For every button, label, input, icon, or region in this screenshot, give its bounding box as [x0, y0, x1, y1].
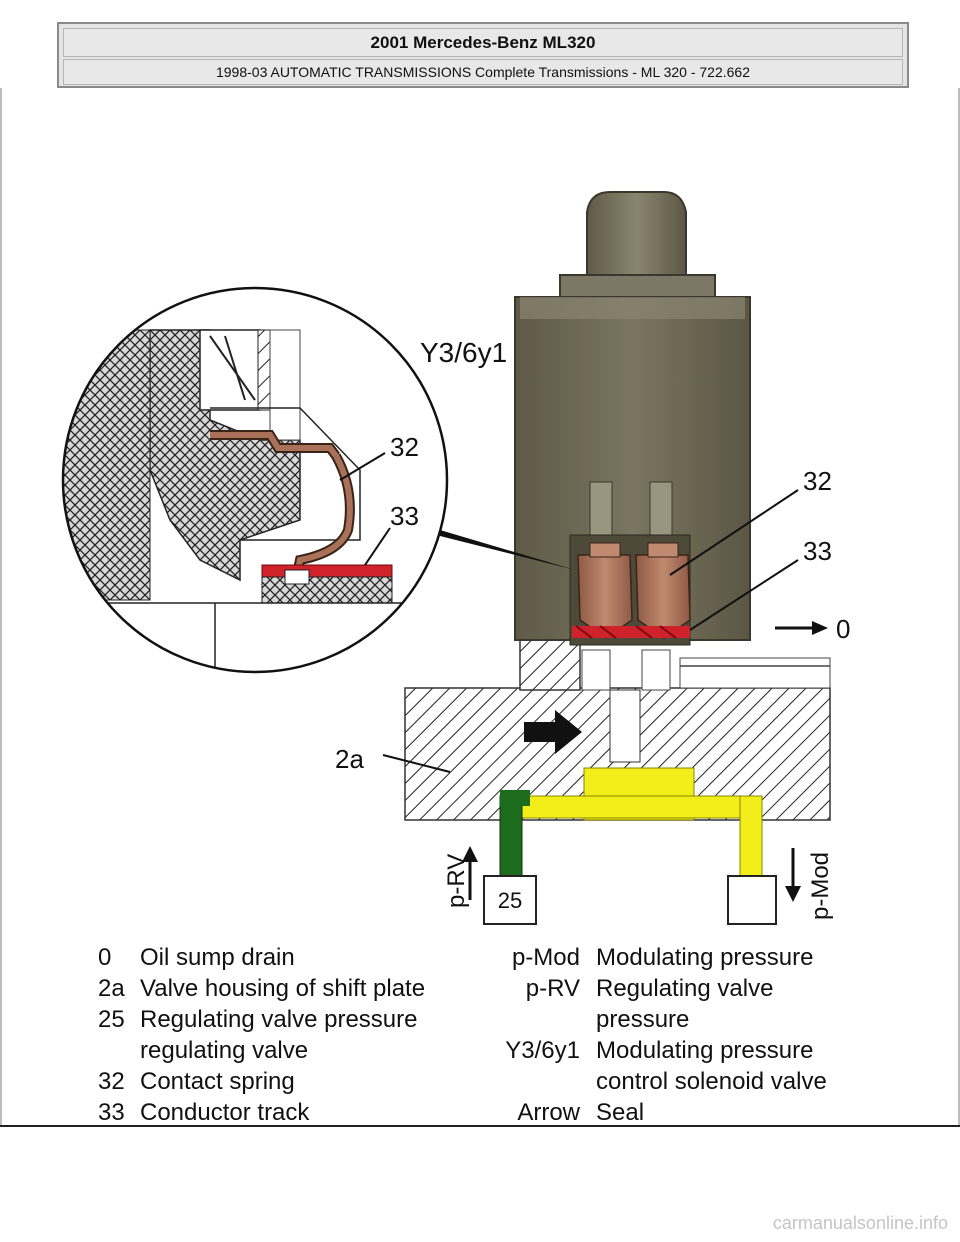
- callout-main-33: 33: [803, 536, 832, 566]
- legend-left-text: Valve housing of shift plate: [140, 975, 425, 1002]
- solenoid-body: [514, 191, 751, 646]
- callout-p-mod: p-Mod: [807, 852, 834, 920]
- header-title: 2001 Mercedes-Benz ML320: [63, 28, 903, 57]
- watermark: carmanualsonline.info: [772, 1213, 948, 1233]
- callout-oil-drain: 0: [836, 614, 850, 644]
- callout-inset-32: 32: [390, 432, 419, 462]
- header-subtitle: 1998-03 AUTOMATIC TRANSMISSIONS Complete…: [63, 59, 903, 85]
- p-rv-arrow-icon: [462, 846, 478, 900]
- seal-arrow-icon: [524, 710, 582, 754]
- p-mod-arrow-icon: [785, 848, 801, 902]
- callout-housing-2a: 2a: [335, 744, 364, 774]
- page-border-left: [0, 88, 2, 1127]
- regulating-valve-box: [483, 875, 537, 925]
- document-header: 2001 Mercedes-Benz ML320 1998-03 AUTOMAT…: [57, 22, 909, 88]
- modulating-box: [727, 875, 777, 925]
- main-contact-springs: [577, 542, 691, 639]
- legend-left-code: 33: [98, 1099, 125, 1126]
- leader-lines: [339, 452, 799, 773]
- legend-right-text: Modulating pressure: [596, 944, 813, 971]
- legend-left-code: 2a: [98, 975, 125, 1002]
- callout-y3-6y1: Y3/6y1: [420, 337, 507, 368]
- legend-right-code: Arrow: [517, 1099, 580, 1126]
- legend-right-code: p-Mod: [512, 944, 580, 971]
- legend-left-code: 25: [98, 1006, 125, 1033]
- legend-left-text: Contact spring: [140, 1068, 295, 1095]
- callout-p-rv: p-RV: [443, 854, 470, 908]
- page-border-right: [958, 88, 960, 1127]
- legend-right-text: Modulating pressure: [596, 1037, 813, 1064]
- legend: 0 Oil sump drain 2a Valve housing of shi…: [98, 944, 827, 1126]
- legend-left-text: Conductor track: [140, 1099, 310, 1126]
- box-25-label: 25: [498, 888, 522, 913]
- legend-left-text: Oil sump drain: [140, 944, 295, 971]
- legend-right-text: pressure: [596, 1006, 689, 1033]
- oil-drain-arrow-icon: [775, 621, 828, 635]
- legend-right-code: p-RV: [526, 975, 580, 1002]
- page-bottom-rule: [0, 1125, 960, 1127]
- callout-inset-33: 33: [390, 501, 419, 531]
- legend-right-text: Seal: [596, 1099, 644, 1126]
- legend-left-code: 32: [98, 1068, 125, 1095]
- inset-detail: [61, 286, 575, 674]
- legend-left-text: Regulating valve pressure: [140, 1006, 418, 1033]
- legend-left-text: regulating valve: [140, 1037, 308, 1064]
- main-conductor-track: [572, 625, 690, 639]
- legend-right-code: Y3/6y1: [505, 1037, 580, 1064]
- legend-left-code: 0: [98, 944, 111, 971]
- legend-right-text: Regulating valve: [596, 975, 773, 1002]
- legend-right-text: control solenoid valve: [596, 1068, 827, 1095]
- callout-main-32: 32: [803, 466, 832, 496]
